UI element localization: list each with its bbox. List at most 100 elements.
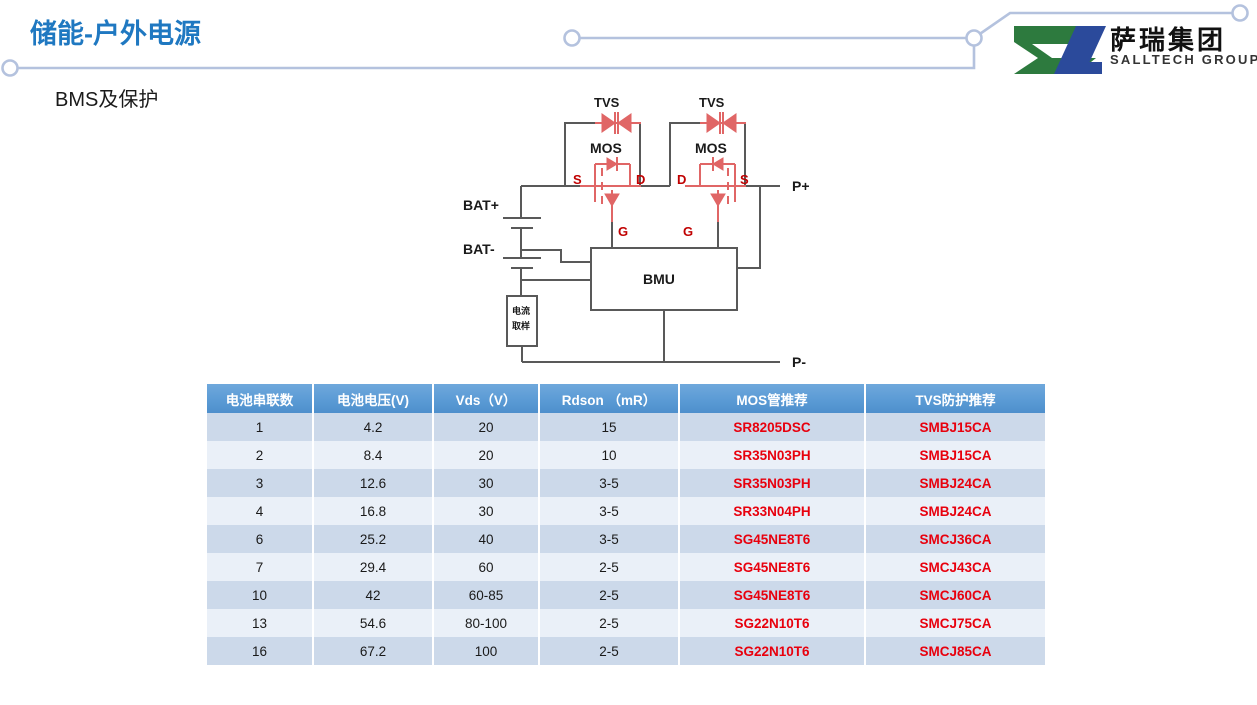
table-row: 4 16.8 30 3-5 SR33N04PH SMBJ24CA	[207, 497, 1045, 525]
cell-pack-voltage: 25.2	[313, 525, 434, 553]
header-decoration	[1, 4, 1249, 77]
cell-pack-voltage: 16.8	[313, 497, 434, 525]
label-d-right: D	[677, 172, 686, 187]
cell-tvs-part: SMBJ24CA	[865, 469, 1045, 497]
cell-mos-part: SR35N03PH	[679, 469, 866, 497]
cell-mos-part: SG45NE8T6	[679, 581, 866, 609]
column-header-series-count: 电池串联数	[207, 384, 314, 413]
mosfet-right	[685, 157, 746, 258]
column-header-mos-part: MOS管推荐	[679, 384, 866, 413]
label-g-left: G	[618, 224, 628, 239]
cell-vds: 100	[433, 637, 540, 665]
label-current-sense-line1: 电流	[512, 305, 530, 316]
cell-series-count: 3	[207, 469, 314, 497]
label-tvs-right: TVS	[699, 95, 725, 110]
cell-tvs-part: SMCJ60CA	[865, 581, 1045, 609]
label-bat-plus: BAT+	[463, 197, 499, 213]
cell-pack-voltage: 67.2	[313, 637, 434, 665]
table-header-row: 电池串联数 电池电压(V) Vds（V） Rdson （mR） MOS管推荐 T…	[207, 384, 1045, 413]
decoration-node-mid	[563, 29, 581, 47]
cell-vds: 80-100	[433, 609, 540, 637]
mosfet-left	[580, 157, 641, 258]
column-header-pack-voltage: 电池电压(V)	[313, 384, 434, 413]
table-row: 7 29.4 60 2-5 SG45NE8T6 SMCJ43CA	[207, 553, 1045, 581]
logo-cn-name: 萨瑞集团	[1110, 25, 1227, 55]
brand-logo	[1014, 26, 1106, 74]
cell-mos-part: SG22N10T6	[679, 637, 866, 665]
cell-vds: 20	[433, 441, 540, 469]
table-row: 6 25.2 40 3-5 SG45NE8T6 SMCJ36CA	[207, 525, 1045, 553]
cell-series-count: 16	[207, 637, 314, 665]
mos-tvs-selection-table: 电池串联数 电池电压(V) Vds（V） Rdson （mR） MOS管推荐 T…	[207, 384, 1045, 665]
cell-pack-voltage: 54.6	[313, 609, 434, 637]
cell-pack-voltage: 42	[313, 581, 434, 609]
cell-rdson: 2-5	[539, 609, 680, 637]
label-mos-right: MOS	[695, 140, 727, 156]
cell-mos-part: SG45NE8T6	[679, 553, 866, 581]
cell-rdson: 15	[539, 413, 680, 441]
decoration-node-right	[1231, 4, 1249, 22]
cell-mos-part: SR33N04PH	[679, 497, 866, 525]
label-g-right: G	[683, 224, 693, 239]
cell-tvs-part: SMCJ36CA	[865, 525, 1045, 553]
cell-series-count: 10	[207, 581, 314, 609]
label-s-right: S	[740, 172, 749, 187]
cell-series-count: 1	[207, 413, 314, 441]
cell-tvs-part: SMCJ75CA	[865, 609, 1045, 637]
cell-series-count: 7	[207, 553, 314, 581]
cell-tvs-part: SMBJ15CA	[865, 413, 1045, 441]
column-header-vds: Vds（V）	[433, 384, 540, 413]
cell-mos-part: SR35N03PH	[679, 441, 866, 469]
bms-protection-circuit-diagram: S D G MOS TVS D S G MOS TVS P+	[463, 95, 810, 370]
cell-vds: 40	[433, 525, 540, 553]
label-s-left: S	[573, 172, 582, 187]
label-current-sense-line2: 取样	[512, 320, 530, 331]
cell-vds: 30	[433, 497, 540, 525]
section-subtitle: BMS及保护	[55, 89, 159, 111]
cell-rdson: 2-5	[539, 581, 680, 609]
cell-mos-part: SG22N10T6	[679, 609, 866, 637]
column-header-rdson: Rdson （mR）	[539, 384, 680, 413]
current-sense-box	[506, 295, 538, 347]
cell-vds: 30	[433, 469, 540, 497]
label-p-minus: P-	[792, 354, 806, 370]
decoration-node-left	[1, 59, 19, 77]
cell-tvs-part: SMBJ15CA	[865, 441, 1045, 469]
label-bmu: BMU	[643, 271, 675, 287]
cell-series-count: 4	[207, 497, 314, 525]
cell-series-count: 13	[207, 609, 314, 637]
cell-series-count: 6	[207, 525, 314, 553]
table-row: 10 42 60-85 2-5 SG45NE8T6 SMCJ60CA	[207, 581, 1045, 609]
battery-stack	[503, 210, 541, 296]
logo-en-name: SALLTECH GROUP	[1110, 52, 1257, 67]
tvs-symbol-left	[601, 112, 632, 134]
cell-rdson: 3-5	[539, 525, 680, 553]
decoration-node-step	[965, 29, 983, 47]
cell-pack-voltage: 29.4	[313, 553, 434, 581]
cell-pack-voltage: 4.2	[313, 413, 434, 441]
cell-pack-voltage: 8.4	[313, 441, 434, 469]
salltech-sl-mark	[1014, 26, 1106, 74]
cell-rdson: 2-5	[539, 637, 680, 665]
label-tvs-left: TVS	[594, 95, 620, 110]
cell-tvs-part: SMCJ43CA	[865, 553, 1045, 581]
bmu-box	[590, 247, 738, 311]
table-row: 13 54.6 80-100 2-5 SG22N10T6 SMCJ75CA	[207, 609, 1045, 637]
cell-rdson: 10	[539, 441, 680, 469]
page-title: 储能-户外电源	[30, 19, 201, 49]
cell-mos-part: SR8205DSC	[679, 413, 866, 441]
cell-pack-voltage: 12.6	[313, 469, 434, 497]
cell-mos-part: SG45NE8T6	[679, 525, 866, 553]
tvs-symbol-right	[706, 112, 737, 134]
cell-rdson: 3-5	[539, 469, 680, 497]
table-row: 16 67.2 100 2-5 SG22N10T6 SMCJ85CA	[207, 637, 1045, 665]
cell-tvs-part: SMBJ24CA	[865, 497, 1045, 525]
cell-vds: 60-85	[433, 581, 540, 609]
cell-series-count: 2	[207, 441, 314, 469]
label-p-plus: P+	[792, 178, 810, 194]
cell-tvs-part: SMCJ85CA	[865, 637, 1045, 665]
table-row: 1 4.2 20 15 SR8205DSC SMBJ15CA	[207, 413, 1045, 441]
label-bat-minus: BAT-	[463, 241, 495, 257]
cell-rdson: 2-5	[539, 553, 680, 581]
cell-vds: 20	[433, 413, 540, 441]
